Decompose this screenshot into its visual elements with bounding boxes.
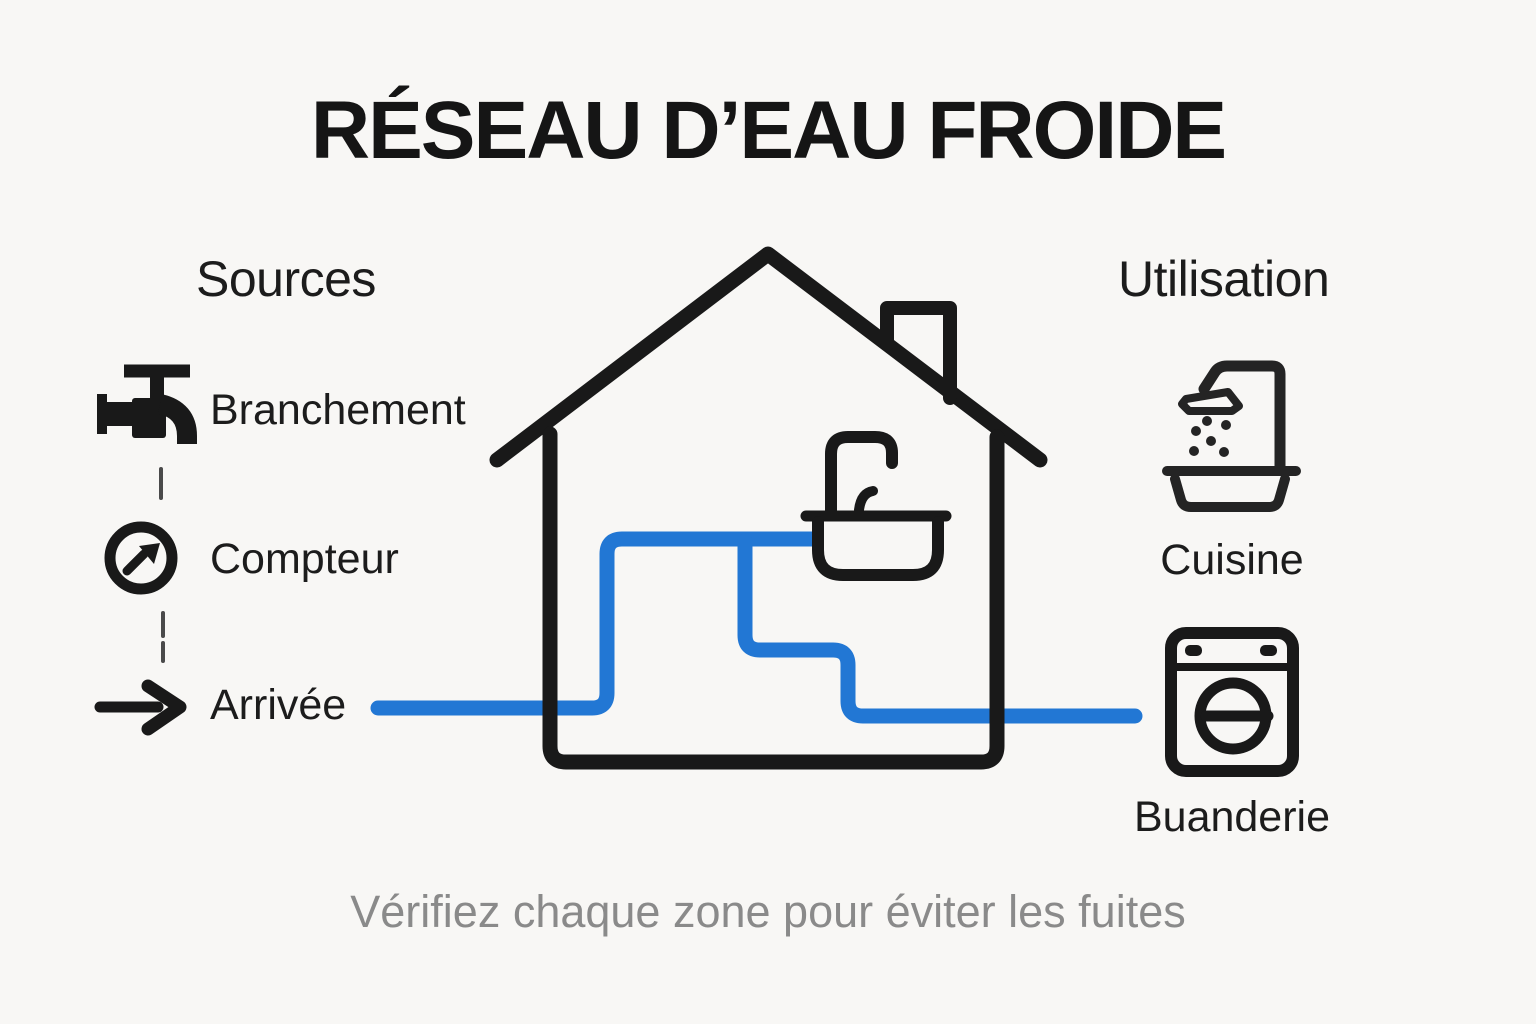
sink-icon (800, 431, 952, 581)
label-cuisine: Cuisine (1160, 536, 1304, 584)
faucet-icon (97, 364, 197, 446)
house-chimney (880, 301, 957, 405)
footer-caption: Vérifiez chaque zone pour éviter les fui… (350, 886, 1186, 937)
dashed-connector (159, 467, 165, 663)
arrow-head (141, 679, 187, 736)
meter-needle-head (139, 543, 160, 564)
sources-heading: Sources (196, 251, 376, 307)
faucet-body (132, 398, 166, 438)
arrow-right-icon (94, 679, 187, 736)
meter-ring (104, 521, 178, 595)
label-compteur: Compteur (210, 535, 399, 583)
shower-icon (1162, 360, 1301, 512)
page-title: RÉSEAU D’EAU FROIDE (310, 85, 1227, 176)
label-buanderie: Buanderie (1133, 793, 1331, 841)
shower-arm (1198, 360, 1286, 476)
sink-basin (812, 516, 944, 581)
washer-body (1165, 627, 1299, 777)
utilisation-heading: Utilisation (1118, 251, 1330, 307)
sink-faucet-gooseneck (825, 431, 898, 518)
house-walls (542, 426, 1005, 770)
cold-water-pipes (370, 531, 1143, 724)
shower-head (1178, 388, 1243, 415)
faucet-spout (157, 394, 197, 446)
meter-needle (122, 549, 149, 576)
shower-spray-dots (1189, 416, 1231, 457)
label-arrivee: Arrivée (210, 681, 347, 729)
water-meter-icon (104, 521, 178, 595)
washer-knob (1185, 645, 1202, 656)
pipe-main-to-sink (370, 531, 820, 716)
sink-lever (854, 486, 878, 515)
pipe-branch-to-laundry (737, 533, 1143, 724)
house-icon (489, 246, 1048, 770)
house-roof (489, 246, 1048, 468)
washer-knob (1260, 645, 1277, 656)
shower-basin-bowl (1170, 474, 1290, 512)
washing-machine-icon (1165, 627, 1299, 777)
label-branchement: Branchement (210, 386, 466, 434)
